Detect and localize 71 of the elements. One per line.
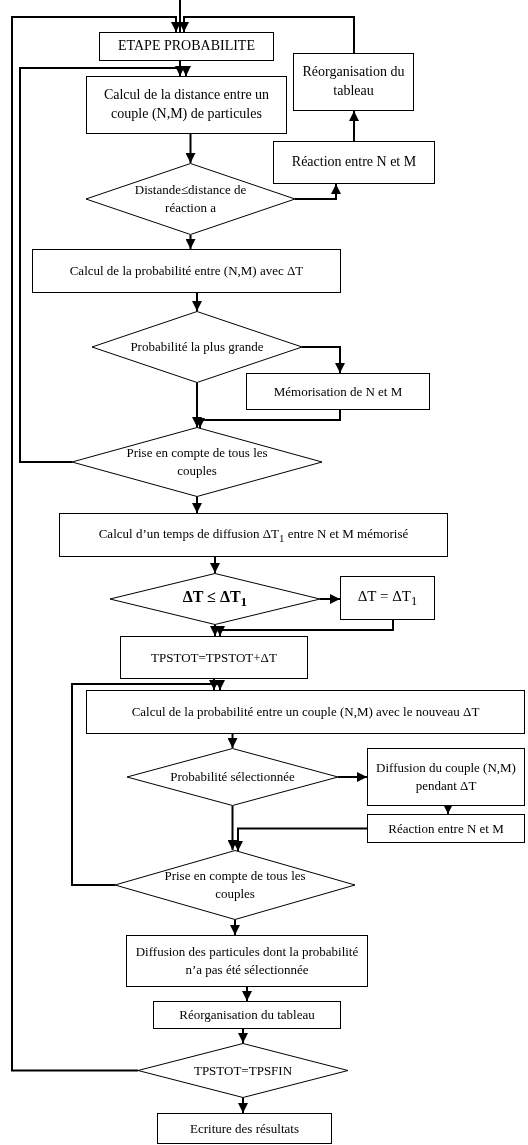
process-box [126,935,368,987]
node-text: Calcul d’un temps de diffusion ΔT$_{1}$ entre N et M mémorisé [98,524,409,546]
arrow [11,16,181,1072]
node-text: ΔT ≤ ΔT$_{1}$ [182,587,248,612]
arrow [319,594,341,604]
node-text: Calcul de la distance entre un couple (N,M) de particules [102,86,271,123]
process-box [340,576,435,620]
arrow [192,292,202,312]
decision-diamond [138,1043,348,1098]
node-text: Réorganisation du tableau [179,1006,315,1024]
process-box [59,513,448,557]
arrow [179,16,355,54]
decision-diamond [92,311,302,383]
arrow [301,346,345,374]
decision-diamond [72,427,322,497]
node-text: Réaction entre N et M [388,819,504,838]
arrow [175,60,185,77]
decision-diamond [110,573,320,625]
node-text: Ecriture des résultats [190,1119,299,1138]
arrow [227,805,238,851]
process-box [86,76,287,134]
process-box [32,249,341,293]
node-text: Calcul de la probabilité entre (N,M) avec ΔT [69,262,304,280]
process-box [153,1001,341,1029]
arrow [227,733,238,749]
process-box [273,141,435,184]
arrow [242,986,252,1002]
decision-diamond [115,850,355,920]
arrow [185,133,196,164]
node-text: Prise en compte de tous les couples [125,444,269,480]
arrow [209,678,219,691]
process-box [293,53,414,111]
node-text: Distande≤distance de réaction a [133,181,248,217]
node-text: TPSTOT=TPSTOT+ΔT [151,648,277,667]
arrow [185,234,196,250]
arrow [210,624,220,637]
arrow [210,556,220,574]
arrow [443,804,453,815]
arrow [233,827,368,852]
node-text: Diffusion du couple (N,M) pendant ΔT [375,759,517,795]
node-text: Réaction entre N et M [291,153,417,172]
arrow [71,680,225,886]
arrow [19,66,191,463]
node-text: ETAPE PROBABILITE [118,37,255,56]
arrow [195,409,341,429]
arrow [230,919,240,936]
process-box [120,636,308,679]
arrow [192,382,202,428]
arrow [192,496,202,514]
decision-diamond [127,748,338,806]
node-text: Diffusion des particules dont la probabilité n’a pas été sélectionnée [134,943,360,979]
node-text: Probabilité sélectionnée [170,768,295,786]
arrow [349,110,359,142]
arrow [238,1028,248,1044]
arrow [215,619,394,637]
node-text: TPSTOT=TPSFIN [193,1061,293,1080]
node-text: Réorganisation du tableau [301,63,406,100]
node-text: ΔT = ΔT$_{1}$ [357,587,418,610]
process-box [157,1113,332,1144]
arrow [238,1097,248,1114]
process-box [246,373,430,410]
process-box [367,814,525,843]
process-box [86,690,525,734]
node-text: Mémorisation de N et M [273,382,403,401]
arrow [337,772,368,782]
arrow [294,183,341,200]
node-text: Prise en compte de tous les couples [163,867,307,903]
process-box [367,748,525,806]
process-box [99,32,274,61]
node-text: Probabilité la plus grande [130,338,264,356]
node-text: Calcul de la probabilité entre un couple (N,M) avec le nouveau ΔT [131,703,480,721]
